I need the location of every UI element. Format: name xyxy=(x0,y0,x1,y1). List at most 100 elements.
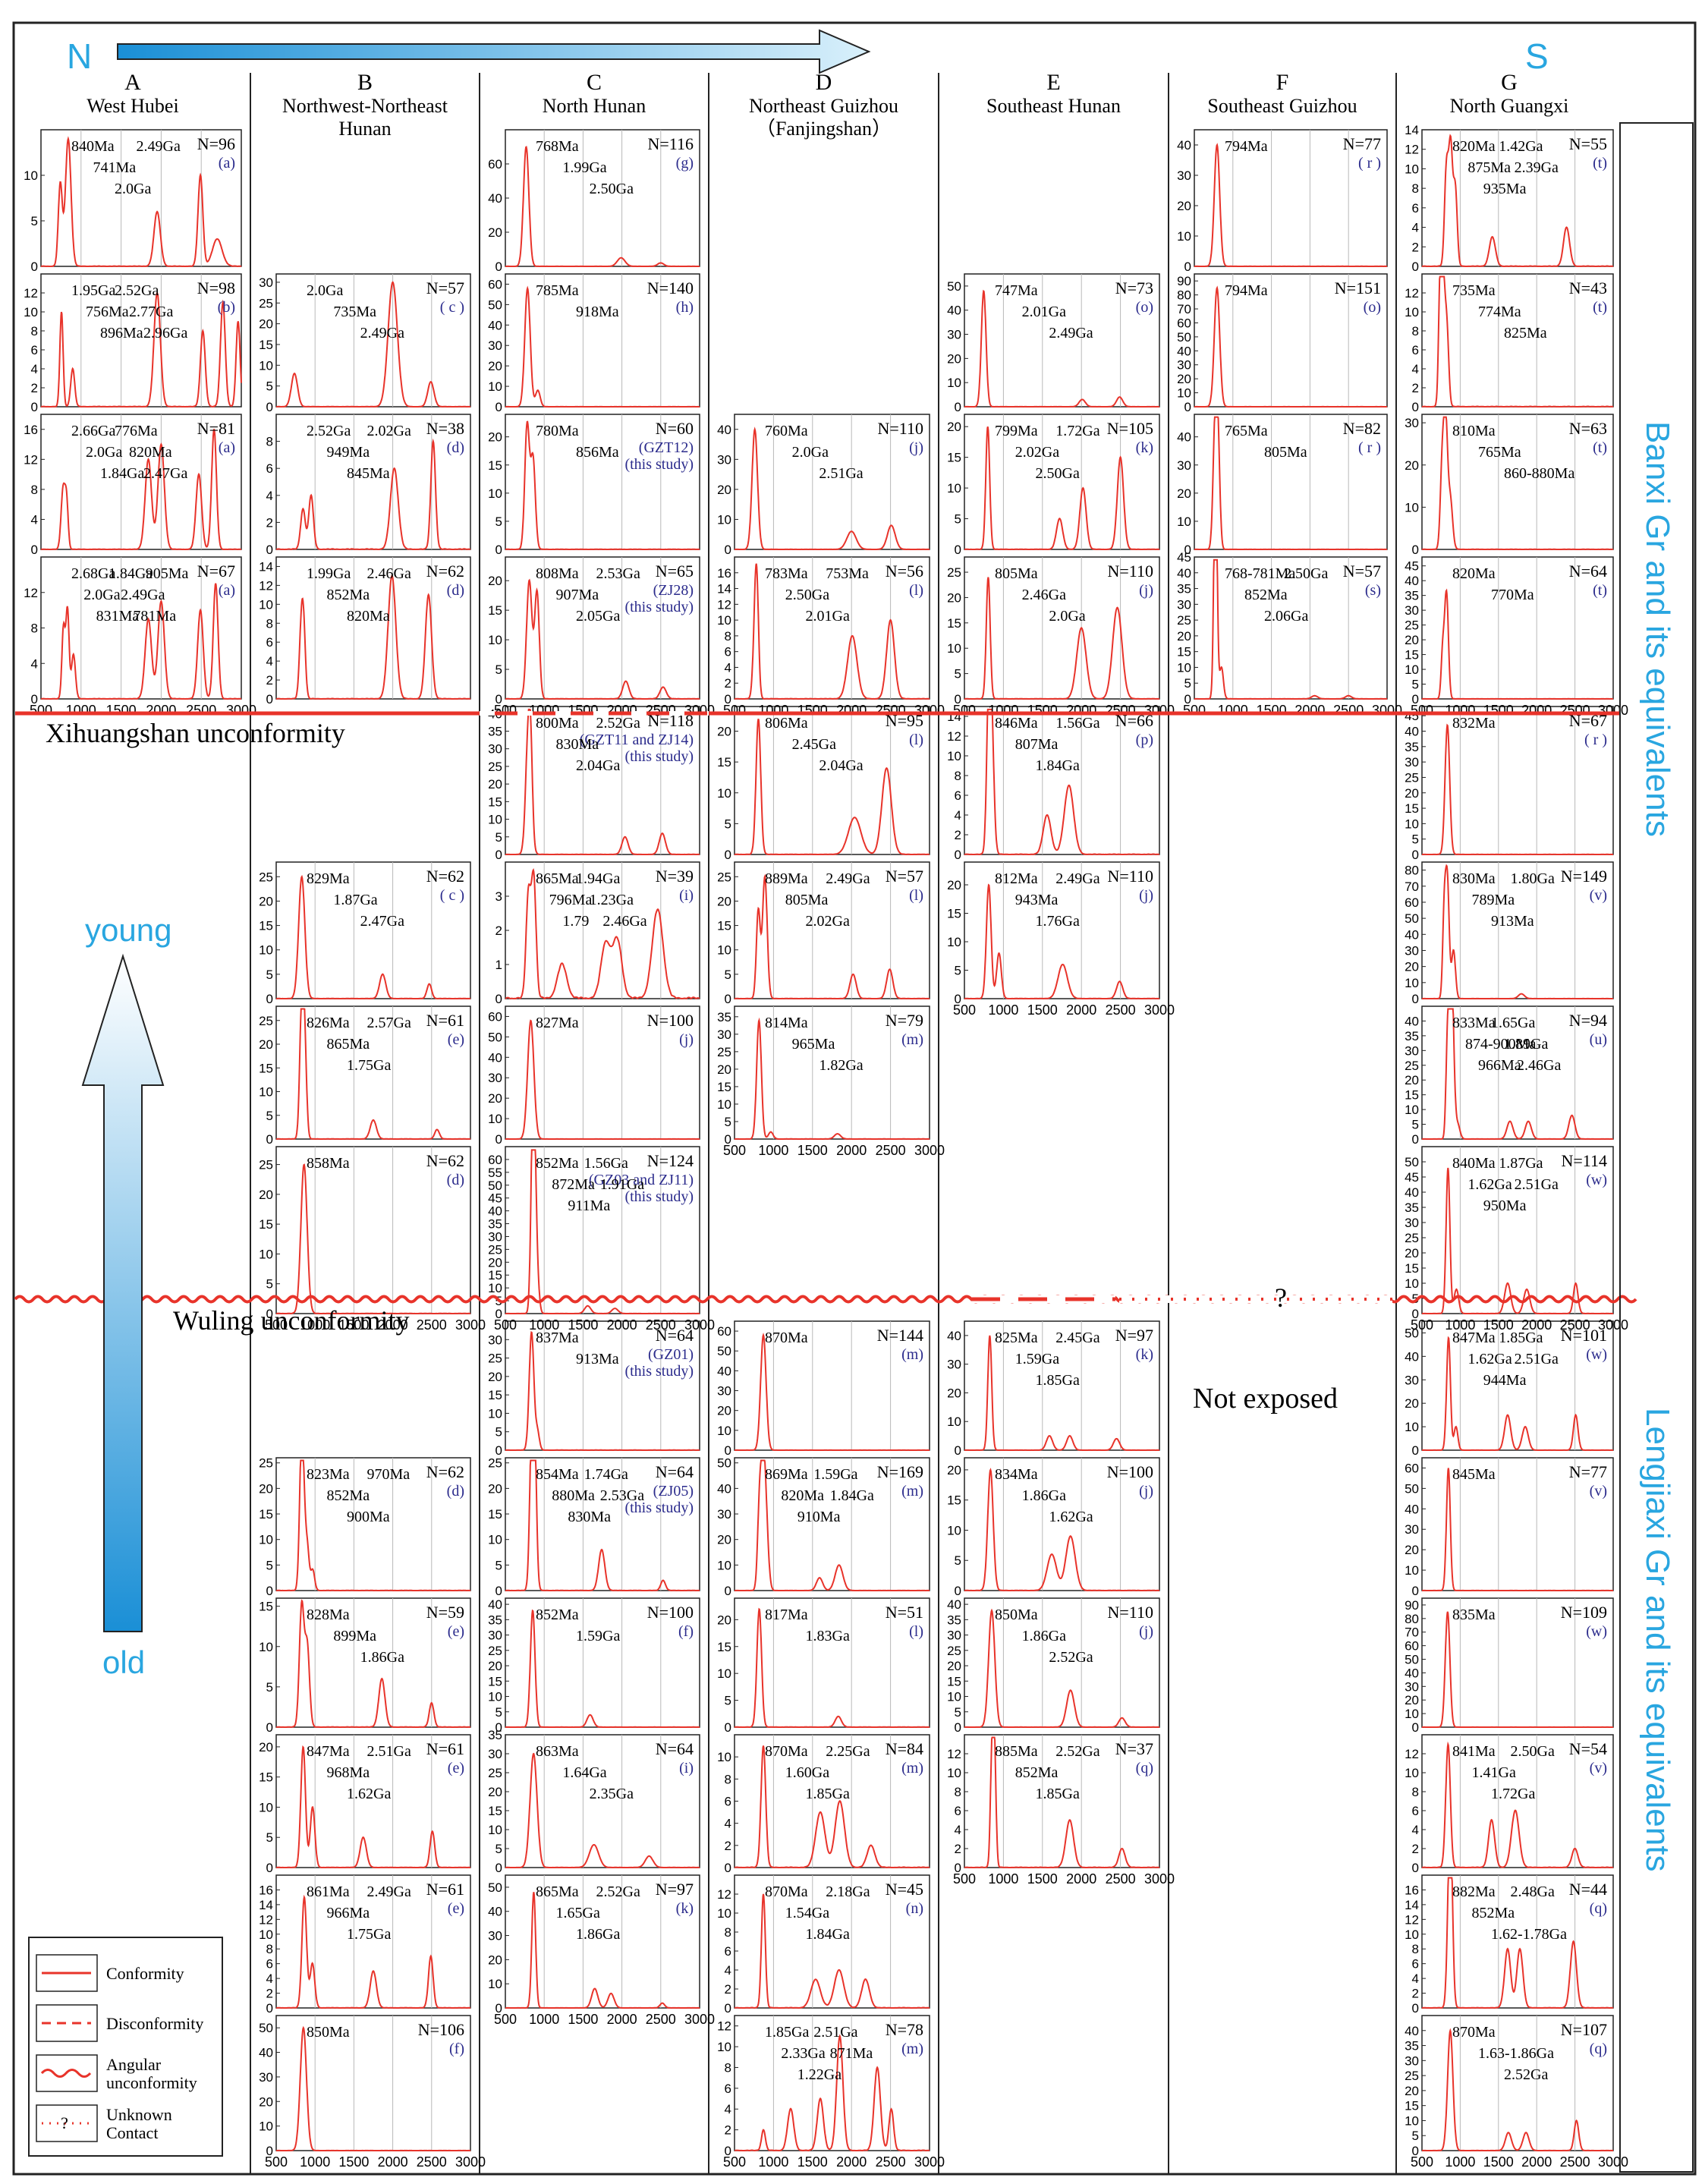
peak-age-label: 770Ma xyxy=(1491,587,1534,603)
y-tick-label: 0 xyxy=(725,2144,731,2158)
column-name: Northeast Guizhou xyxy=(749,95,898,117)
y-tick-label: 40 xyxy=(488,1597,502,1612)
sample-count: N=94 xyxy=(1569,1011,1607,1030)
y-tick-label: 50 xyxy=(1177,330,1191,345)
x-tick-label: 2000 xyxy=(1521,1317,1552,1333)
y-tick-label: 10 xyxy=(717,1906,731,1921)
peak-age-label: 814Ma xyxy=(765,1015,808,1031)
y-tick-label: 20 xyxy=(1177,372,1191,386)
probability-curve xyxy=(1422,723,1613,855)
y-tick-label: 40 xyxy=(717,423,731,437)
y-tick-label: 15 xyxy=(717,919,731,933)
x-tick-label: 1500 xyxy=(338,2154,369,2170)
y-tick-label: 5 xyxy=(495,662,502,677)
y-tick-label: 0 xyxy=(725,1720,731,1735)
peak-age-label: 774Ma xyxy=(1478,304,1521,320)
y-tick-label: 14 xyxy=(1405,1898,1419,1912)
probability-curve xyxy=(735,1607,930,1729)
y-tick-label: 20 xyxy=(717,725,731,739)
x-tick-label: 3000 xyxy=(1598,1317,1628,1333)
sample-count: N=100 xyxy=(647,1011,694,1030)
x-tick-label: 1500 xyxy=(1483,1317,1514,1333)
y-tick-label: 30 xyxy=(1177,168,1191,183)
peak-age-label: 837Ma xyxy=(536,1330,579,1346)
peak-age-label: 823Ma xyxy=(307,1466,350,1483)
y-tick-label: 6 xyxy=(266,635,273,650)
probability-curve xyxy=(505,1331,700,1452)
sample-count: N=60 xyxy=(656,419,694,438)
sample-count: N=81 xyxy=(197,419,235,438)
y-tick-label: 15 xyxy=(947,907,961,921)
peak-age-label: 735Ma xyxy=(333,304,376,320)
y-tick-label: 10 xyxy=(1405,1707,1419,1721)
x-tick-label: 500 xyxy=(494,703,517,718)
y-tick-label: 30 xyxy=(1405,1522,1419,1537)
panel-frame xyxy=(1421,1457,1614,1591)
y-tick-label: 0 xyxy=(1412,992,1419,1006)
y-tick-label: 4 xyxy=(266,1972,273,1986)
y-tick-label: 50 xyxy=(1405,1653,1419,1667)
y-tick-label: 10 xyxy=(1405,817,1419,831)
peak-age-label: 827Ma xyxy=(536,1015,579,1031)
peak-age-label: 870Ma xyxy=(1452,2024,1496,2041)
x-tick-label: 2000 xyxy=(1066,703,1096,718)
peak-age-label: 852Ma xyxy=(1015,1764,1059,1781)
y-tick-label: 30 xyxy=(1405,1373,1419,1387)
y-tick-label: 25 xyxy=(1405,770,1419,785)
y-tick-label: 4 xyxy=(1412,1972,1419,1986)
sample-count: N=96 xyxy=(197,134,235,153)
x-tick-label: 2000 xyxy=(836,703,867,718)
y-tick-label: 70 xyxy=(1405,1625,1419,1640)
y-tick-label: 16 xyxy=(24,423,38,437)
reference-tag: (i) xyxy=(679,887,694,904)
sample-count: N=51 xyxy=(886,1603,923,1622)
probability-curve xyxy=(276,1163,470,1315)
side-label-box xyxy=(1619,122,1694,2173)
y-tick-label: 10 xyxy=(488,1690,502,1704)
reference-note: (this study) xyxy=(624,1500,694,1516)
peak-age-label: 799Ma xyxy=(995,423,1038,439)
y-tick-label: 40 xyxy=(259,2046,273,2060)
reference-tag: (t) xyxy=(1593,582,1607,599)
y-tick-label: 1 xyxy=(495,958,502,972)
peak-age-label: 794Ma xyxy=(1225,138,1268,155)
y-tick-label: 30 xyxy=(1405,1043,1419,1058)
y-tick-label: 10 xyxy=(947,1523,961,1537)
sample-count: N=110 xyxy=(1108,562,1153,581)
peak-age-label: 966Ma xyxy=(1478,1057,1521,1074)
sample-count: N=100 xyxy=(647,1603,694,1622)
x-tick-label: 500 xyxy=(494,2012,517,2027)
y-tick-label: 5 xyxy=(266,968,273,982)
probability-curve xyxy=(40,429,241,551)
y-tick-label: 12 xyxy=(717,597,731,612)
x-tick-label: 500 xyxy=(494,1317,517,1333)
peak-age-label: 845Ma xyxy=(1452,1466,1496,1483)
y-tick-label: 10 xyxy=(947,376,961,390)
x-tick-label: 3000 xyxy=(455,1317,486,1333)
y-tick-label: 40 xyxy=(1177,344,1191,358)
peak-age-label: 1.85Ga xyxy=(1499,1330,1543,1346)
peak-age-label: 865Ma xyxy=(536,870,579,887)
probability-curve xyxy=(1422,1611,1613,1728)
probability-curve xyxy=(1421,1877,1613,2009)
y-tick-label: 10 xyxy=(947,1415,961,1429)
y-tick-label: 15 xyxy=(488,1804,502,1818)
y-tick-label: 0 xyxy=(955,848,961,862)
y-tick-label: 30 xyxy=(488,1071,502,1085)
y-tick-label: 10 xyxy=(717,786,731,801)
y-tick-label: 6 xyxy=(266,1957,273,1972)
y-tick-label: 2 xyxy=(955,828,961,842)
y-tick-label: 15 xyxy=(488,1674,502,1688)
peak-age-label: 817Ma xyxy=(765,1607,808,1623)
y-tick-label: 40 xyxy=(1405,725,1419,739)
y-tick-label: 35 xyxy=(1405,1029,1419,1043)
panel-frame xyxy=(275,273,471,408)
peak-age-label: 872Ma xyxy=(552,1176,595,1193)
panel-frame xyxy=(1194,414,1388,550)
y-tick-label: 20 xyxy=(1405,1246,1419,1260)
